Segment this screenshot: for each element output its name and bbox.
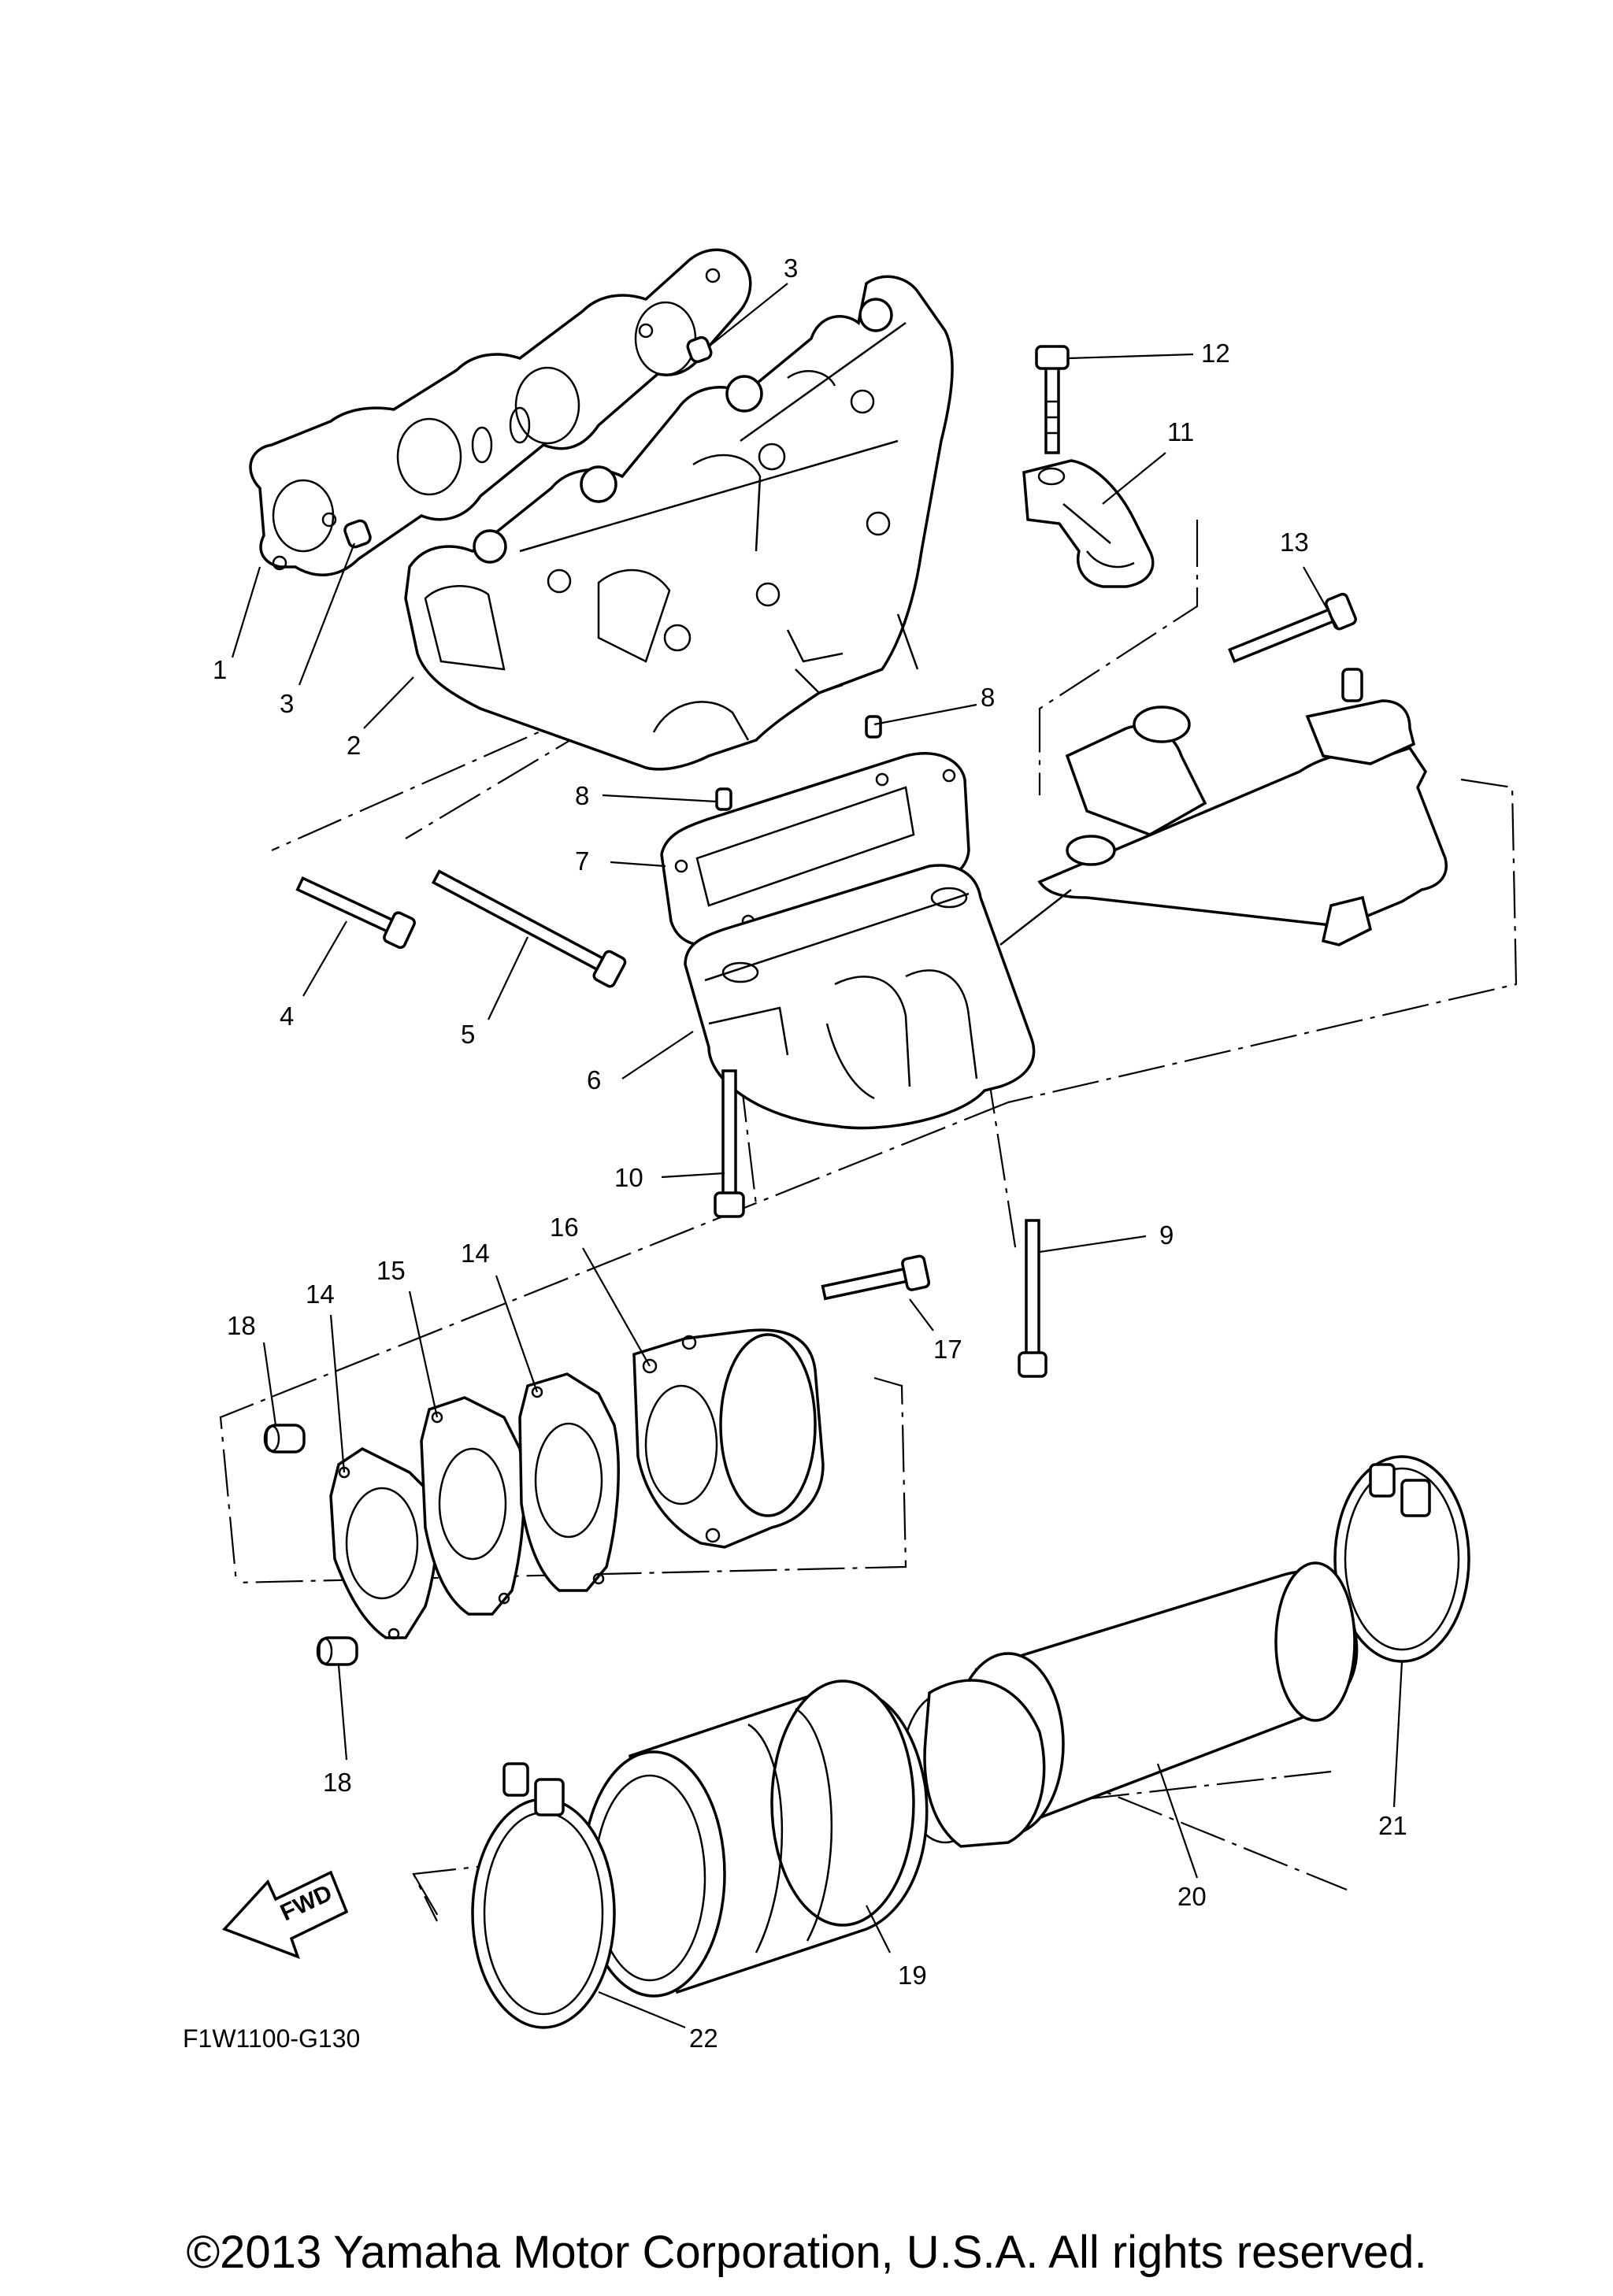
dowel-pins: [343, 335, 882, 811]
leader-lines: [231, 283, 1403, 2029]
callout-10: 10: [614, 1163, 643, 1192]
callout-labels: 1 2 3 3 4 5 6 7 8 8 9 10 11 12 13 14 14 …: [213, 254, 1407, 2053]
bracket: [1022, 459, 1155, 588]
gasket-14-left: [329, 1446, 439, 1640]
callout-16: 16: [550, 1213, 579, 1242]
callout-12: 12: [1201, 339, 1230, 368]
collar-18-top: [263, 1424, 306, 1454]
callout-9: 9: [1159, 1220, 1174, 1250]
bolt-12: [1035, 345, 1070, 454]
exhaust-chamber: [684, 864, 1036, 1130]
callout-21: 21: [1378, 1811, 1407, 1840]
callout-8-right: 8: [981, 683, 995, 712]
callout-3-left: 3: [280, 689, 294, 718]
hose-clamp-21: [1333, 1455, 1470, 1663]
exhaust-manifold: [404, 275, 954, 771]
collar-18-bottom: [316, 1636, 358, 1666]
water-pipe: [999, 668, 1448, 946]
callout-18-top: 18: [227, 1311, 256, 1340]
bolt-4: [295, 876, 416, 950]
callout-5: 5: [461, 1020, 475, 1049]
callout-11: 11: [1167, 417, 1194, 446]
bolt-13: [1228, 592, 1357, 664]
exhaust-pipe-20: [900, 1561, 1359, 1848]
figure-code: F1W1100-G130: [183, 2024, 360, 2053]
fwd-arrow-icon: FWD: [221, 1870, 349, 1959]
gasket-14-right: [518, 1372, 620, 1592]
copyright-notice: ©2013 Yamaha Motor Corporation, U.S.A. A…: [186, 2227, 1427, 2278]
callout-15: 15: [376, 1256, 406, 1285]
callout-22: 22: [689, 2024, 718, 2053]
exhaust-joint-16: [632, 1328, 825, 1549]
plate-15: [420, 1396, 525, 1616]
callout-19: 19: [898, 1961, 927, 1990]
bolts: [295, 345, 1357, 1378]
callout-4: 4: [280, 1002, 294, 1031]
callout-7: 7: [575, 846, 589, 876]
callout-8-left: 8: [575, 781, 589, 810]
callout-18-bottom: 18: [323, 1768, 352, 1797]
callout-1: 1: [213, 655, 227, 684]
callout-17: 17: [933, 1335, 962, 1364]
exhaust-hose-19: [581, 1679, 929, 1998]
callout-20: 20: [1177, 1882, 1207, 1911]
callout-2: 2: [347, 731, 361, 760]
bolt-10: [714, 1069, 745, 1218]
bolt-17: [821, 1254, 931, 1301]
exhaust-manifold-gasket: [249, 248, 752, 576]
hose-clamp-22: [471, 1762, 616, 2029]
bolt-5: [431, 869, 627, 988]
callout-14-right: 14: [461, 1239, 490, 1268]
callout-14-left: 14: [306, 1279, 335, 1309]
callout-13: 13: [1280, 528, 1309, 557]
callout-6: 6: [587, 1065, 601, 1094]
bolt-9: [1018, 1219, 1048, 1378]
callout-3-top: 3: [784, 254, 798, 283]
